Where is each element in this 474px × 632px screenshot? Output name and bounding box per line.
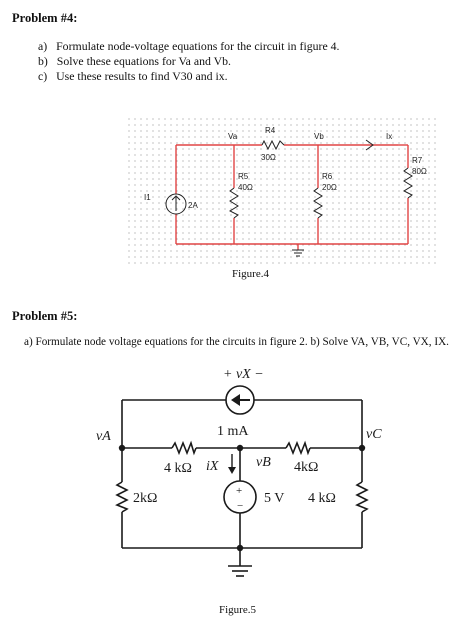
- item-text: Use these results to find V30 and ix.: [56, 69, 228, 83]
- label-i1: I1: [144, 193, 151, 202]
- label-vb: vB: [256, 455, 271, 470]
- label-i1-value: 2A: [188, 201, 198, 210]
- ground-symbol: [292, 249, 304, 257]
- label-r7: R7: [412, 156, 423, 165]
- label-r4: R4: [265, 126, 276, 135]
- node-c: [358, 444, 366, 452]
- grid-background: [128, 118, 440, 264]
- ix-arrow-icon: [228, 454, 236, 474]
- resistor-2k: [115, 481, 129, 513]
- problem5-text: a) Formulate node voltage equations for …: [24, 336, 449, 348]
- item-letter: a): [38, 39, 48, 53]
- problem5-heading: Problem #5:: [12, 309, 78, 323]
- source-arrow-icon: [231, 394, 240, 406]
- node-ground: [236, 544, 244, 552]
- resistor-4k-right: [285, 440, 311, 456]
- current-source-i1: [165, 193, 187, 215]
- r7-resistor: [402, 167, 413, 199]
- label-current-source: 1 mA: [217, 424, 249, 439]
- label-vc: vC: [366, 427, 382, 442]
- label-5v: 5 V: [264, 491, 284, 506]
- item-letter: c): [38, 69, 48, 83]
- label-2k: 2kΩ: [133, 491, 157, 506]
- problem4-item-b: b) Solve these equations for Va and Vb.: [38, 54, 231, 69]
- node-a: [118, 444, 126, 452]
- label-4k-right: 4kΩ: [294, 460, 318, 475]
- figure4-caption: Figure.4: [232, 268, 269, 280]
- label-r6: R6: [322, 172, 333, 181]
- node-b: [236, 444, 244, 452]
- current-source-1ma: [225, 385, 255, 415]
- label-va: vA: [96, 429, 111, 444]
- resistor-4k-left: [171, 440, 197, 456]
- ground-symbol: [228, 565, 252, 577]
- voltage-source-5v: [223, 480, 257, 514]
- figure5-caption: Figure.5: [219, 604, 256, 616]
- label-r6-value: 20Ω: [322, 183, 337, 192]
- label-r4-value: 30Ω: [261, 153, 276, 162]
- item-text: Formulate node-voltage equations for the…: [56, 39, 340, 53]
- figure4-circuit: Va R4 30Ω Vb Ix R5 40Ω R6 20Ω R7 80Ω I1 …: [128, 118, 440, 264]
- polarity-minus: −: [237, 500, 243, 512]
- label-ix: iX: [206, 459, 219, 474]
- label-r5: R5: [238, 172, 249, 181]
- r4-resistor: [261, 139, 285, 151]
- circuit-wires: [175, 144, 409, 250]
- label-4k-vertical: 4 kΩ: [308, 491, 336, 506]
- label-vb: Vb: [314, 132, 324, 141]
- ix-arrow: [365, 139, 374, 151]
- r5-resistor: [228, 187, 239, 219]
- resistor-4k-vertical: [355, 481, 369, 513]
- figure5-circuit: + − + vX − 1 mA vA vC vB 4 kΩ iX 4kΩ 2kΩ…: [96, 367, 382, 577]
- problem4-heading: Problem #4:: [12, 11, 78, 25]
- item-letter: b): [38, 54, 48, 68]
- polarity-plus: +: [236, 485, 242, 497]
- label-va: Va: [228, 132, 238, 141]
- label-ix: Ix: [386, 132, 392, 141]
- problem4-item-c: c) Use these results to find V30 and ix.: [38, 69, 228, 84]
- label-4k-left: 4 kΩ: [164, 461, 192, 476]
- problem4-item-a: a) Formulate node-voltage equations for …: [38, 39, 340, 54]
- label-vx: + vX −: [223, 367, 264, 382]
- item-text: Solve these equations for Va and Vb.: [56, 54, 231, 68]
- label-r7-value: 80Ω: [412, 167, 427, 176]
- r6-resistor: [312, 187, 323, 219]
- label-r5-value: 40Ω: [238, 183, 253, 192]
